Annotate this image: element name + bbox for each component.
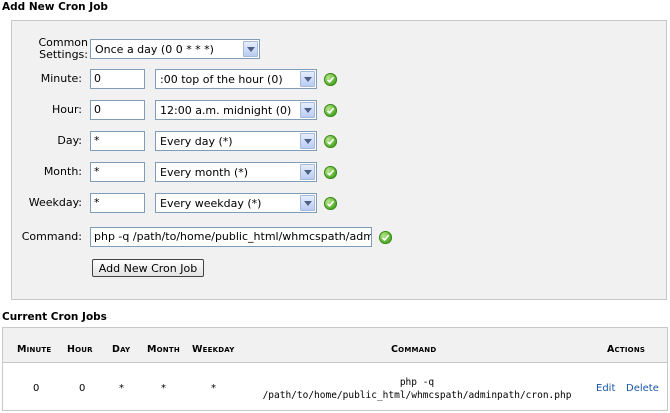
cell-month: * bbox=[161, 383, 166, 394]
header-hour: Hour bbox=[67, 344, 93, 355]
edit-link[interactable]: Edit bbox=[596, 383, 616, 394]
command-label: Command: bbox=[21, 230, 82, 243]
day-label: Day: bbox=[57, 134, 82, 147]
minute-select[interactable]: :00 top of the hour (0) bbox=[155, 69, 317, 89]
weekday-select[interactable]: Every weekday (*) bbox=[155, 193, 317, 213]
header-actions: Actions bbox=[607, 344, 646, 355]
month-select-value: Every month (*) bbox=[160, 166, 249, 179]
ok-check-icon bbox=[324, 166, 337, 179]
month-input[interactable]: * bbox=[90, 162, 145, 182]
header-minute: Minute bbox=[17, 344, 52, 355]
month-select[interactable]: Every month (*) bbox=[155, 162, 317, 182]
weekday-select-value: Every weekday (*) bbox=[160, 197, 262, 210]
hour-input[interactable]: 0 bbox=[90, 100, 145, 120]
cron-jobs-table: Minute Hour Day Month Weekday Command Ac… bbox=[2, 327, 668, 411]
minute-label: Minute: bbox=[40, 72, 82, 85]
add-cron-job-form: Common Settings: Once a day (0 0 * * *) … bbox=[11, 20, 667, 300]
current-cron-jobs-heading: Current Cron Jobs bbox=[2, 311, 107, 323]
common-settings-select[interactable]: Once a day (0 0 * * *) bbox=[90, 39, 260, 59]
hour-label: Hour: bbox=[51, 103, 82, 116]
delete-link[interactable]: Delete bbox=[626, 383, 659, 394]
ok-check-icon bbox=[324, 197, 337, 210]
minute-select-value: :00 top of the hour (0) bbox=[160, 73, 283, 86]
common-settings-label: Common Settings: bbox=[18, 37, 88, 61]
chevron-down-icon bbox=[300, 133, 315, 149]
cell-hour: 0 bbox=[79, 383, 86, 394]
minute-input[interactable]: 0 bbox=[90, 69, 145, 89]
weekday-label: Weekday: bbox=[28, 196, 82, 209]
ok-check-icon bbox=[324, 104, 337, 117]
cell-day: * bbox=[119, 383, 124, 394]
header-day: Day bbox=[112, 344, 131, 355]
day-select[interactable]: Every day (*) bbox=[155, 131, 317, 151]
table-header: Minute Hour Day Month Weekday Command Ac… bbox=[3, 328, 667, 363]
ok-check-icon bbox=[324, 73, 337, 86]
ok-check-icon bbox=[379, 231, 392, 244]
hour-select[interactable]: 12:00 a.m. midnight (0) bbox=[155, 100, 317, 120]
month-label: Month: bbox=[43, 165, 82, 178]
cell-weekday: * bbox=[211, 383, 216, 394]
add-cron-job-heading: Add New Cron Job bbox=[2, 1, 108, 13]
common-settings-label-line1: Common bbox=[38, 36, 88, 49]
header-weekday: Weekday bbox=[192, 344, 235, 355]
cell-minute: 0 bbox=[33, 383, 40, 394]
day-select-value: Every day (*) bbox=[160, 135, 233, 148]
add-cron-job-button[interactable]: Add New Cron Job bbox=[92, 259, 204, 277]
day-input[interactable]: * bbox=[90, 131, 145, 151]
weekday-input[interactable]: * bbox=[90, 193, 145, 213]
chevron-down-icon bbox=[300, 195, 315, 211]
chevron-down-icon bbox=[300, 71, 315, 87]
cell-command-line2: /path/to/home/public_html/whmcspath/admi… bbox=[262, 390, 572, 401]
chevron-down-icon bbox=[300, 164, 315, 180]
hour-select-value: 12:00 a.m. midnight (0) bbox=[160, 104, 292, 117]
ok-check-icon bbox=[324, 135, 337, 148]
cell-command: php -q /path/to/home/public_html/whmcspa… bbox=[241, 376, 593, 402]
header-command: Command bbox=[391, 344, 437, 355]
chevron-down-icon bbox=[243, 41, 258, 57]
cell-command-line1: php -q bbox=[399, 377, 435, 388]
command-input[interactable]: php -q /path/to/home/public_html/whmcspa… bbox=[90, 227, 372, 247]
common-settings-value: Once a day (0 0 * * *) bbox=[95, 43, 214, 56]
common-settings-label-line2: Settings: bbox=[39, 48, 88, 61]
chevron-down-icon bbox=[300, 102, 315, 118]
header-month: Month bbox=[147, 344, 180, 355]
